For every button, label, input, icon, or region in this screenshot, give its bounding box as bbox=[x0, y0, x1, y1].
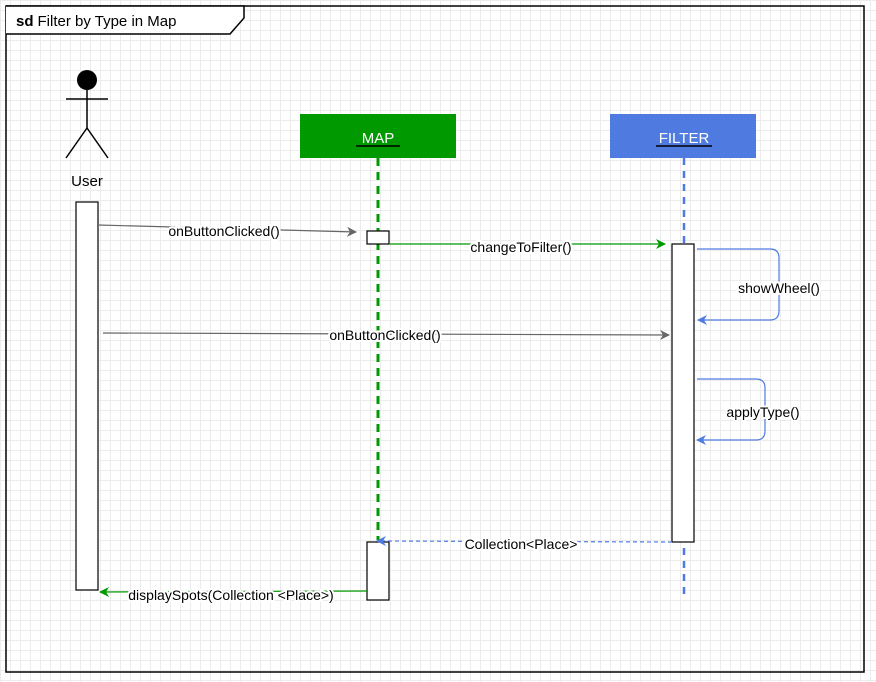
map-lifeline-header: MAP bbox=[300, 114, 456, 158]
message-label: changeToFilter() bbox=[470, 239, 571, 255]
map-activation bbox=[366, 541, 390, 601]
message-changetofilter: changeToFilter() bbox=[389, 237, 666, 257]
user-actor: User bbox=[65, 70, 109, 190]
user-label: User bbox=[71, 173, 103, 190]
message-onbuttonclicked-2: onButtonClicked() bbox=[102, 325, 670, 345]
message-label: onButtonClicked() bbox=[168, 223, 279, 239]
message-showwheel: showWheel() bbox=[697, 248, 822, 325]
map-activation-small bbox=[366, 230, 390, 245]
filter-label: FILTER bbox=[659, 130, 710, 147]
map-label: MAP bbox=[362, 130, 395, 147]
user-activation bbox=[75, 201, 99, 591]
frame-keyword: sd bbox=[16, 13, 34, 30]
message-collection-place-return: Collection<Place> bbox=[376, 534, 673, 554]
message-label: showWheel() bbox=[738, 280, 820, 296]
frame-tab bbox=[6, 5, 245, 35]
frame-title-text: Filter by Type in Map bbox=[38, 13, 177, 30]
frame-border bbox=[5, 5, 865, 673]
message-label: displaySpots(Collection <Place>) bbox=[128, 587, 333, 603]
user-head-icon bbox=[77, 70, 97, 90]
message-displayspots: displaySpots(Collection <Place>) bbox=[99, 585, 368, 605]
message-label: applyType() bbox=[726, 404, 799, 420]
filter-activation bbox=[671, 243, 695, 543]
message-onbuttonclicked-1: onButtonClicked() bbox=[97, 221, 357, 241]
message-label: Collection<Place> bbox=[465, 536, 578, 552]
message-applytype: applyType() bbox=[696, 378, 802, 445]
message-label: onButtonClicked() bbox=[329, 327, 440, 343]
filter-lifeline-header: FILTER bbox=[610, 114, 756, 158]
